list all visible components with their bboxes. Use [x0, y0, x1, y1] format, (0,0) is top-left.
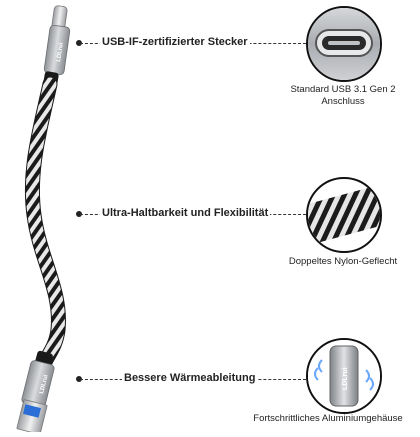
cable-illustration: LDLrui LDLrui	[16, 5, 71, 435]
feature-label-connector: USB-IF-zertifizierter Stecker	[100, 36, 250, 48]
feature-caption-durability: Doppeltes Nylon-Geflecht	[288, 256, 398, 267]
brand-logo-top: LDLrui	[56, 42, 65, 62]
callout-dot-1	[76, 40, 82, 46]
brand-logo-bottom: LDLrui	[39, 374, 50, 395]
feature-caption-connector: Standard USB 3.1 Gen 2 Anschluss	[290, 84, 396, 107]
braided-usb-cable: LDLrui LDLrui	[0, 0, 110, 435]
braided-cable-body	[25, 77, 65, 367]
aluminium-housing-closeup-icon: LDLrui	[306, 338, 382, 414]
feature-label-heat: Bessere Wärmeableitung	[122, 372, 258, 384]
svg-text:LDLrui: LDLrui	[342, 367, 349, 390]
callout-dot-2	[76, 211, 82, 217]
feature-label-durability: Ultra-Haltbarkeit und Flexibilität	[100, 207, 271, 219]
usb-c-plug-closeup-icon	[306, 6, 382, 82]
feature-caption-heat: Fortschrittliches Aluminiumgehäuse	[253, 413, 403, 424]
callout-dot-3	[76, 376, 82, 382]
braided-nylon-closeup-icon	[306, 177, 382, 253]
